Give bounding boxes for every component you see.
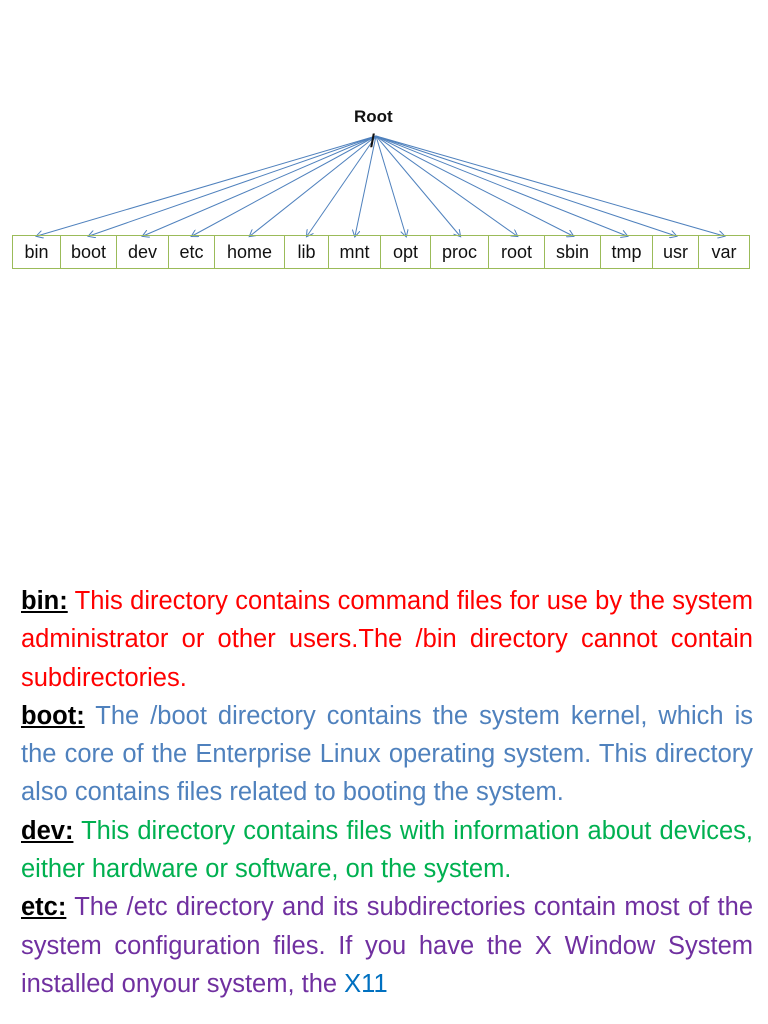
entry-term: dev: [21,816,74,845]
directory-box: opt [381,236,431,268]
connector-dev [143,135,377,236]
directory-box: sbin [545,236,601,268]
entry-text: This directory contains command files fo… [21,587,753,692]
root-symbol: / [370,131,376,151]
directory-box: var [711,241,737,262]
entry-etc: etc: The /etc directory and its subdirec… [21,888,753,1003]
connector-usr [375,135,676,236]
directory-box: proc [431,236,489,268]
directory-box: root [489,236,545,268]
connector-bin [37,135,377,236]
entry-boot: boot: The /boot directory contains the s… [21,697,753,812]
directory-box: dev [117,236,169,268]
directory-descriptions: bin: This directory contains command fil… [21,582,753,1003]
directory-box: etc [169,236,215,268]
entry-term: etc: [21,893,67,922]
entry-text: This directory contains files with infor… [21,816,754,884]
connector-root [375,135,517,236]
entry-text: The /etc directory and its subdirectorie… [21,893,753,998]
tree-lines [0,135,768,300]
directory-box: boot [61,236,117,268]
directory-box: bin [13,236,61,268]
directory-box: lib [285,236,329,268]
connector-tmp [375,135,627,236]
entry-bin: bin: This directory contains command fil… [21,582,753,697]
connector-proc [375,135,460,236]
root-label: Root [354,107,393,126]
directory-box: usr [653,236,699,268]
entry-term: boot: [21,701,85,730]
connector-opt [375,135,406,236]
connector-boot [89,135,377,236]
directory-box: mnt [329,236,381,268]
entry-dev: dev: This directory contains files with … [21,812,753,889]
directory-box: home [215,236,285,268]
connector-mnt [355,135,377,236]
connector-home [250,135,377,236]
directory-box: tmp [601,236,653,268]
connector-etc [192,135,377,236]
connector-lib [307,135,377,236]
connector-sbin [375,135,573,236]
connector-var [375,135,724,236]
entry-term: bin: [21,587,68,615]
entry-link-x11[interactable]: X11 [344,969,388,998]
entry-text: The /boot directory contains the system … [21,701,754,807]
